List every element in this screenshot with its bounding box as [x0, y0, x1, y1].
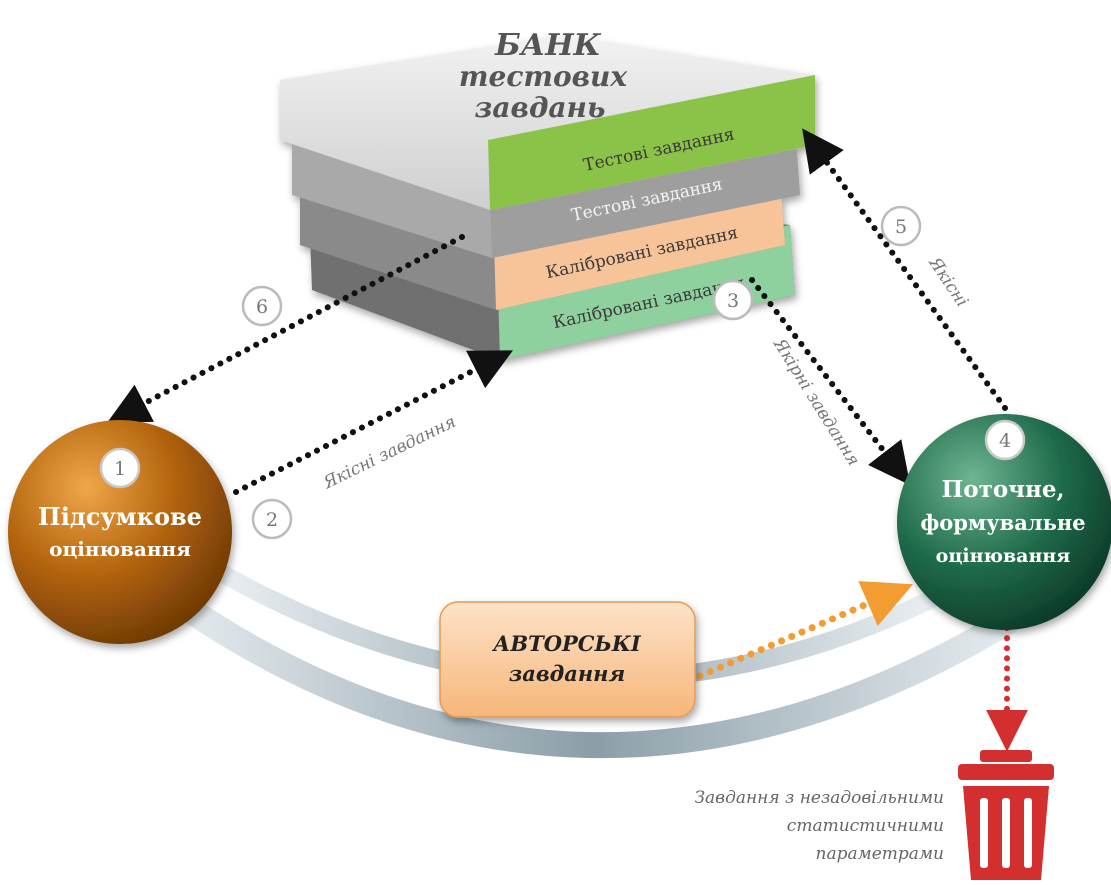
arrow-3 [749, 277, 911, 486]
step-badge-3: 3 [712, 279, 754, 321]
node-summative [8, 420, 232, 644]
bank-title-line2: тестових [459, 60, 628, 93]
step-5-number: 5 [895, 216, 907, 238]
node-summative-number: 1 [114, 458, 126, 480]
node-summative-badge [99, 447, 141, 489]
author-tasks-line1: АВТОРСЬКІ [491, 631, 642, 656]
step-6-number: 6 [256, 296, 268, 318]
trash-bin-icon [958, 750, 1054, 880]
node-formative-line3: оцінювання [936, 545, 1071, 567]
arrow-2 [233, 350, 513, 495]
node-summative-line2: оцінювання [49, 537, 191, 561]
node-formative [897, 414, 1111, 630]
label-quality: Якісні [924, 253, 972, 311]
arrow-author [696, 581, 914, 680]
node-formative-line2: формувальне [920, 510, 1085, 535]
node-summative-line1: Підсумкове [38, 502, 202, 531]
author-tasks-box [439, 601, 696, 718]
arrow-6 [107, 234, 465, 423]
bank-title: БАНК тестових завдань [459, 28, 628, 124]
label-anchor-tasks: Якірні завдання [769, 334, 864, 469]
node-formative-number: 4 [999, 430, 1011, 452]
trash-caption: Завдання з незадовільними статистичними … [694, 788, 944, 864]
step-badge-6: 6 [241, 285, 283, 327]
node-formative-line1: Поточне, [942, 476, 1065, 503]
step-badge-5: 5 [880, 205, 922, 247]
step-badges: 6 2 3 5 [241, 205, 922, 540]
bank-title-line1: БАНК [494, 28, 601, 63]
trash-caption-line2: статистичними [787, 816, 944, 836]
bank-layer-1 [488, 75, 815, 210]
step-3-number: 3 [727, 290, 739, 312]
trash-caption-line1: Завдання з незадовільними [694, 788, 944, 808]
bank-title-line3: завдань [475, 91, 606, 124]
task-bank-stack [280, 35, 815, 360]
trash-caption-line3: параметрами [816, 844, 944, 864]
arrow-5 [802, 128, 1008, 411]
step-badge-2: 2 [251, 498, 293, 540]
flow-arrows [107, 128, 1028, 752]
author-tasks-line2: завдання [509, 661, 625, 686]
node-formative-badge [984, 419, 1026, 461]
label-quality-tasks: Якісні завдання [319, 412, 459, 494]
step-2-number: 2 [266, 509, 278, 531]
